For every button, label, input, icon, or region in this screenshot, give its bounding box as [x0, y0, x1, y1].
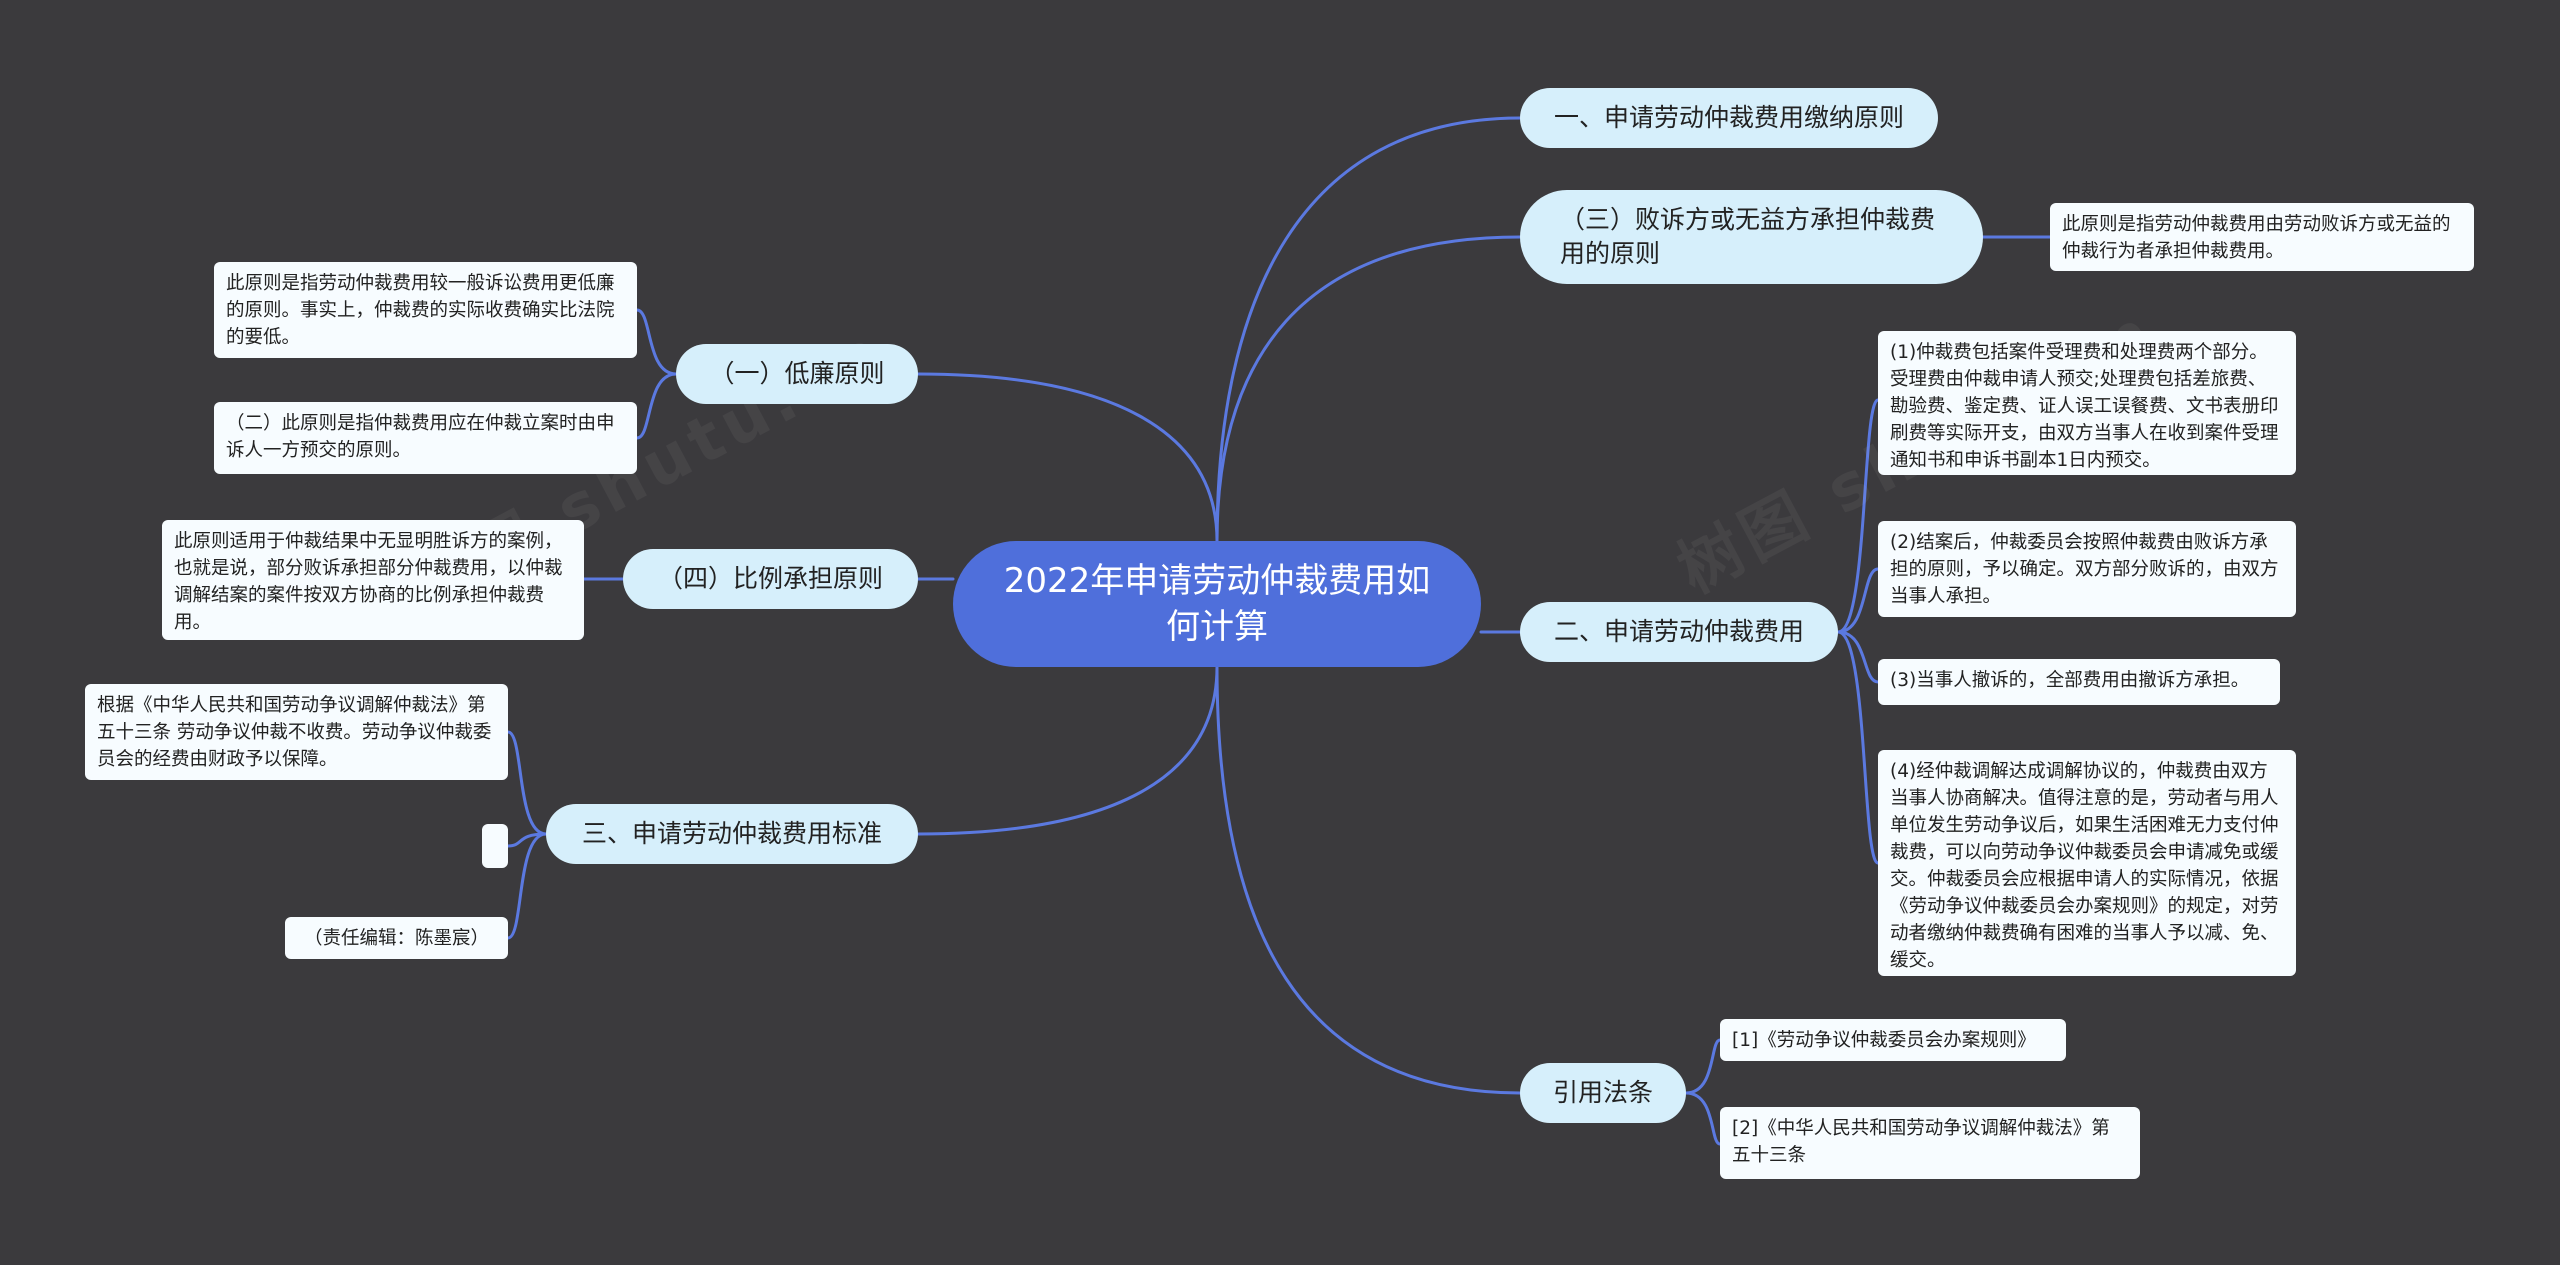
branch-payment-principle[interactable]: 一、申请劳动仲裁费用缴纳原则: [1520, 88, 1938, 148]
leaf-fee-standard-detail: 根据《中华人民共和国劳动争议调解仲裁法》第五十三条 劳动争议仲裁不收费。劳动争议…: [85, 684, 508, 780]
leaf-law-ref-1: [1]《劳动争议仲裁委员会办案规则》: [1720, 1019, 2066, 1061]
leaf-empty: [482, 824, 508, 868]
leaf-editor-credit: （责任编辑：陈墨宸）: [285, 917, 508, 959]
leaf-prepay-detail: （二）此原则是指仲裁费用应在仲裁立案时由申诉人一方预交的原则。: [214, 402, 637, 474]
leaf-fee-item-1: (1)仲裁费包括案件受理费和处理费两个部分。受理费由仲裁申请人预交;处理费包括差…: [1878, 331, 2296, 475]
leaf-loser-pays-detail: 此原则是指劳动仲裁费用由劳动败诉方或无益的仲裁行为者承担仲裁费用。: [2050, 203, 2474, 271]
leaf-fee-item-3: (3)当事人撤诉的，全部费用由撤诉方承担。: [1878, 659, 2280, 705]
root-topic[interactable]: 2022年申请劳动仲裁费用如何计算: [953, 541, 1481, 667]
branch-proportional-principle[interactable]: （四）比例承担原则: [623, 549, 918, 609]
branch-low-cost-principle[interactable]: （一）低廉原则: [676, 344, 918, 404]
leaf-proportional-detail: 此原则适用于仲裁结果中无显明胜诉方的案例，也就是说，部分败诉承担部分仲裁费用，以…: [162, 520, 584, 640]
branch-cited-laws[interactable]: 引用法条: [1520, 1063, 1686, 1123]
leaf-fee-item-2: (2)结案后，仲裁委员会按照仲裁费由败诉方承担的原则，予以确定。双方部分败诉的，…: [1878, 521, 2296, 617]
branch-arbitration-fees[interactable]: 二、申请劳动仲裁费用: [1520, 602, 1838, 662]
branch-loser-pays-principle[interactable]: （三）败诉方或无益方承担仲裁费用的原则: [1520, 190, 1983, 284]
branch-fee-standard[interactable]: 三、申请劳动仲裁费用标准: [546, 804, 918, 864]
leaf-fee-item-4: (4)经仲裁调解达成调解协议的，仲裁费由双方当事人协商解决。值得注意的是，劳动者…: [1878, 750, 2296, 976]
leaf-low-cost-detail: 此原则是指劳动仲裁费用较一般诉讼费用更低廉的原则。事实上，仲裁费的实际收费确实比…: [214, 262, 637, 358]
leaf-law-ref-2: [2]《中华人民共和国劳动争议调解仲裁法》第五十三条: [1720, 1107, 2140, 1179]
